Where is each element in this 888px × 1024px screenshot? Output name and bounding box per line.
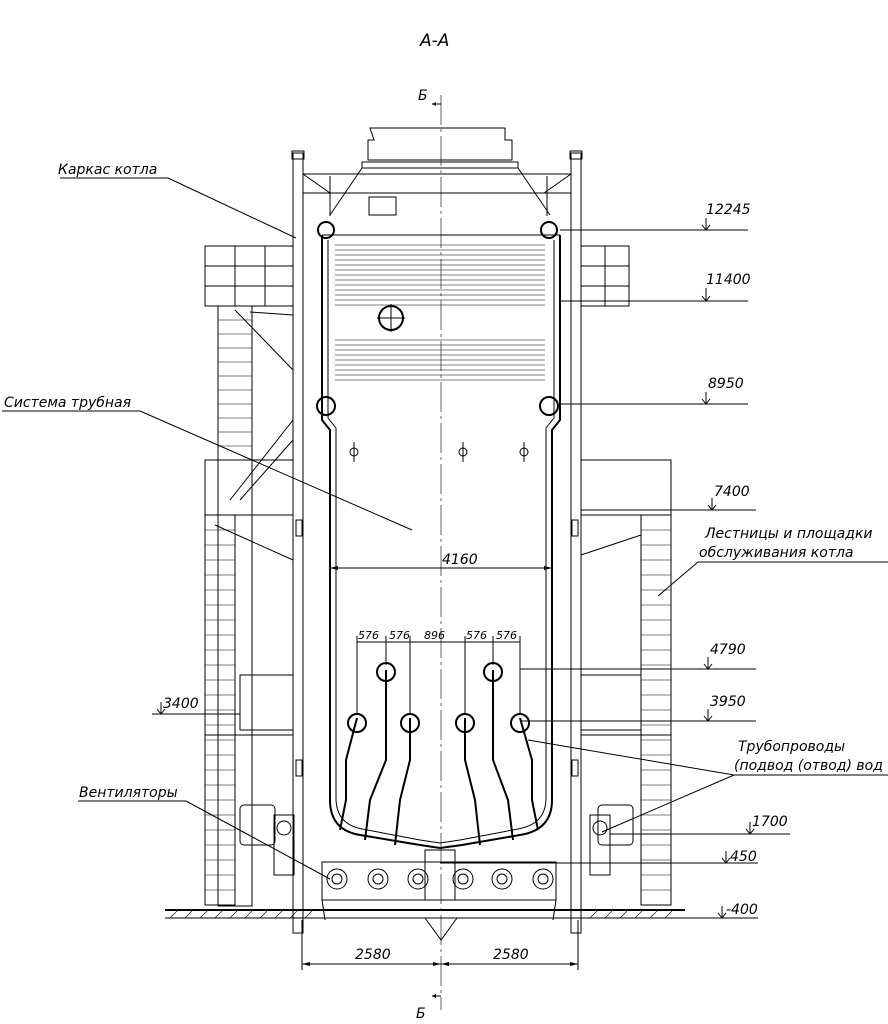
left-stair-steps (205, 319, 252, 891)
spacing-1: 576 (358, 629, 379, 642)
boiler-frame (291, 150, 583, 934)
label-tube-system-text: Система трубная (4, 395, 131, 411)
label-fans: Вентиляторы (78, 785, 331, 880)
label-stairs-line1: Лестницы и площадки (704, 526, 873, 542)
elevation-3950-label: 3950 (710, 694, 746, 710)
dimension-2580-left: 2580 (355, 947, 391, 963)
label-tube-system: Система трубная (2, 395, 413, 531)
right-stair-steps (641, 529, 671, 891)
spacing-2: 576 (389, 629, 410, 642)
elevation-8950: 8950 (560, 376, 748, 405)
dimension-4160: 4160 (330, 552, 552, 570)
dimension-4160-label: 4160 (442, 552, 478, 568)
flue-outlet (329, 127, 551, 216)
cut-mark-bottom: Б (416, 994, 441, 1022)
label-fans-text: Вентиляторы (79, 785, 178, 801)
dimension-pipe-spacing: 576 576 896 576 576 (356, 629, 521, 715)
tube-bank-lower (335, 339, 545, 381)
elevation-12245: 12245 (560, 202, 751, 231)
pipelines (339, 662, 539, 846)
elevation-3400-label: 3400 (163, 696, 199, 712)
elevation-4790-label: 4790 (710, 642, 746, 658)
elevation-450-label: 450 (730, 849, 757, 865)
elevation-11400: 11400 (560, 272, 751, 302)
spacing-3: 896 (424, 629, 445, 642)
ground (165, 909, 685, 941)
elevation-4790: 4790 (520, 642, 756, 670)
headers (316, 221, 559, 416)
elevation-450: 450 (440, 849, 758, 865)
side-fans (239, 804, 634, 876)
elevation-minus-400-label: -400 (726, 902, 758, 918)
label-pipes: Трубопроводы (подвод (отвод) вод (527, 739, 888, 833)
peepholes (349, 442, 529, 462)
elevation-11400-label: 11400 (706, 272, 751, 288)
label-stairs-line2: обслуживания котла (699, 545, 854, 561)
label-stairs: Лестницы и площадки обслуживания котла (657, 526, 888, 597)
elevation-1700-label: 1700 (752, 814, 788, 830)
elevation-7400: 7400 (581, 484, 756, 511)
label-pipes-line1: Трубопроводы (738, 739, 845, 755)
elevation-3400: 3400 (152, 696, 240, 715)
dimension-bottom: 2580 2580 (301, 920, 579, 970)
elevation-minus-400: -400 (685, 902, 758, 919)
spacing-5: 576 (496, 629, 517, 642)
tube-bank-upper (335, 244, 545, 306)
boiler-walls (321, 234, 561, 850)
cut-mark-bottom-label: Б (416, 1006, 426, 1022)
left-platform-structure (204, 245, 294, 907)
right-platform-structure (580, 245, 672, 906)
elevation-1700: 1700 (610, 814, 790, 835)
cut-mark-top-label: Б (418, 88, 428, 104)
label-frame: Каркас котла (58, 162, 297, 239)
elevation-8950-label: 8950 (708, 376, 744, 392)
dimension-2580-right: 2580 (493, 947, 529, 963)
spacing-4: 576 (466, 629, 487, 642)
cut-mark-top: Б (418, 88, 441, 106)
label-frame-text: Каркас котла (58, 162, 157, 178)
elevation-7400-label: 7400 (714, 484, 750, 500)
elevation-12245-label: 12245 (706, 202, 751, 218)
section-title: А-А (419, 31, 449, 51)
elevation-3950: 3950 (520, 694, 756, 722)
label-pipes-line2: (подвод (отвод) вод (734, 758, 883, 774)
